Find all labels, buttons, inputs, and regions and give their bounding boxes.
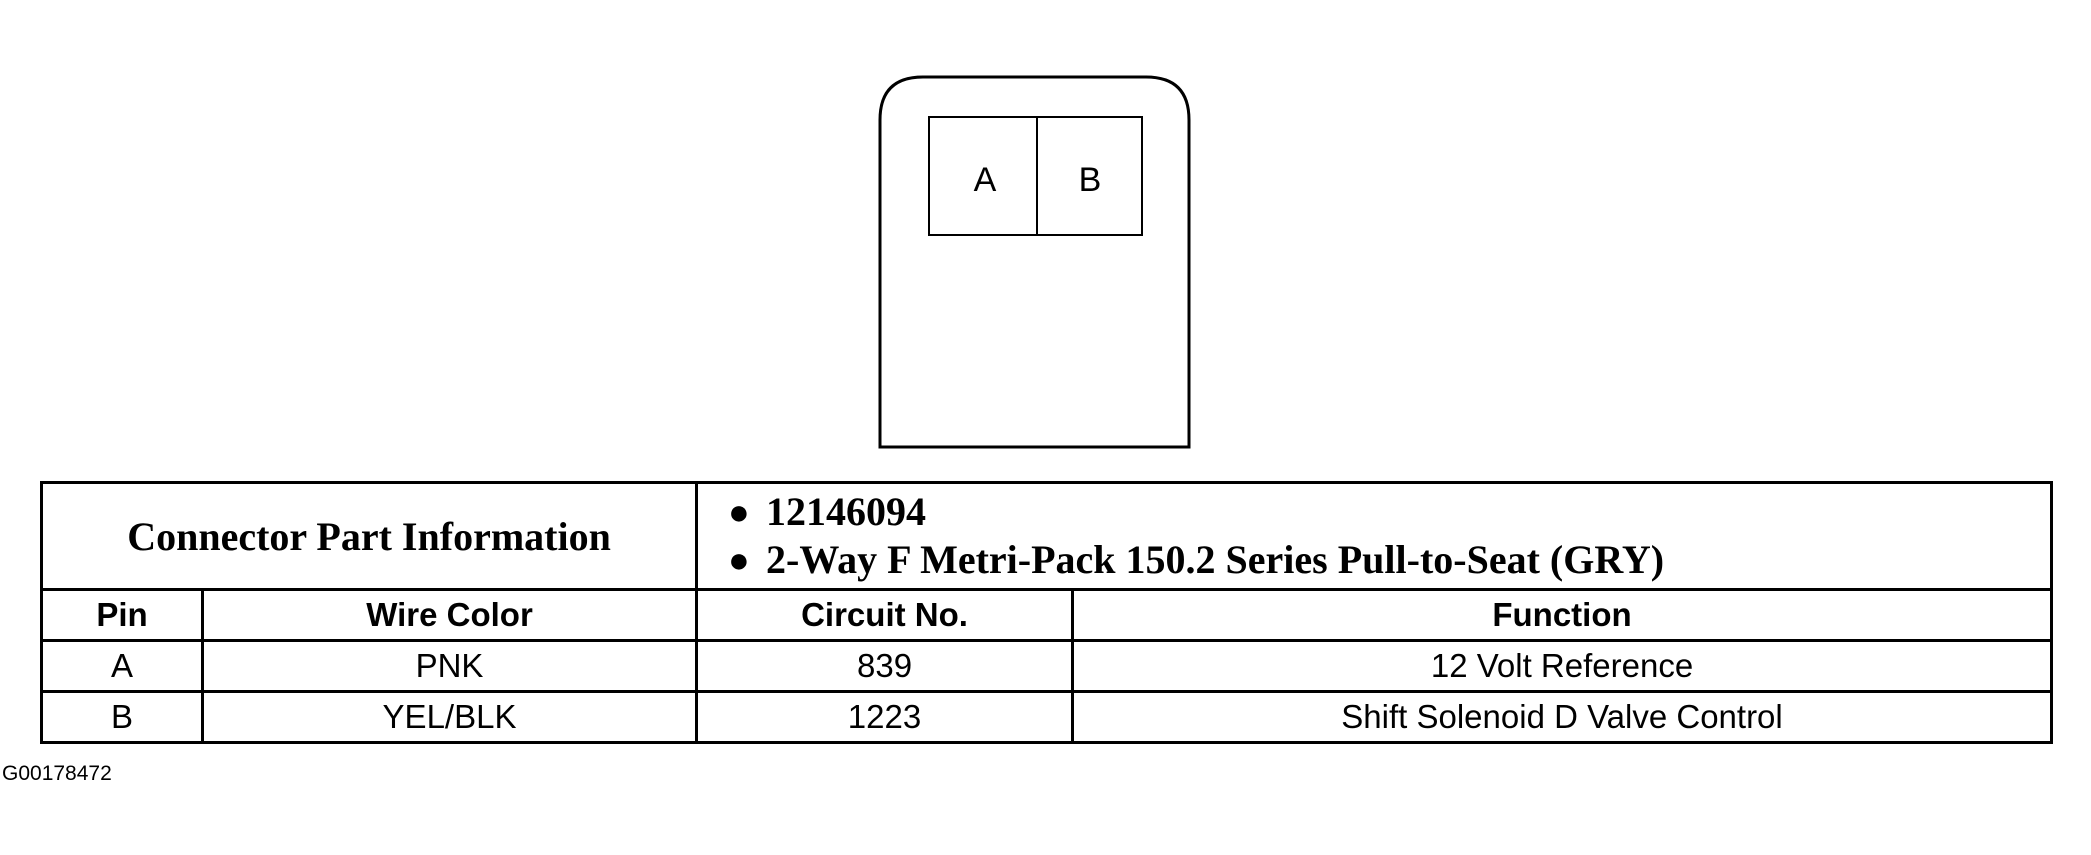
part-info-item: ● 12146094 [728, 488, 2050, 536]
table-header-row: Pin Wire Color Circuit No. Function [40, 588, 2054, 642]
cell-wire-color: PNK [200, 639, 699, 693]
part-info-row: Connector Part Information ● 12146094 ● 2-… [39, 481, 2054, 591]
cell-function: Shift Solenoid D Valve Control [1071, 690, 2054, 744]
cell-pin: A [40, 639, 204, 693]
table-row: A PNK 839 12 Volt Reference [40, 639, 2054, 693]
connector-body [878, 75, 1191, 449]
figure-id: G00178472 [2, 762, 112, 785]
cell-function: 12 Volt Reference [1071, 639, 2054, 693]
part-info-label: Connector Part Information [127, 513, 611, 559]
connector-diagram: A B [878, 75, 1191, 449]
part-info-item: ● 2-Way F Metri-Pack 150.2 Series Pull-to… [728, 536, 2050, 584]
cell-circuit-no: 1223 [695, 690, 1075, 744]
header-function: Function [1071, 588, 2054, 642]
part-info-list: ● 12146094 ● 2-Way F Metri-Pack 150.2 Seri… [728, 488, 2050, 584]
header-wire-color: Wire Color [200, 588, 699, 642]
part-description: 2-Way F Metri-Pack 150.2 Series Pull-to-… [766, 537, 1665, 582]
pin-cavity-b [1036, 116, 1143, 236]
part-info-list-cell: ● 12146094 ● 2-Way F Metri-Pack 150.2 Seri… [695, 481, 2054, 591]
header-circuit-no: Circuit No. [695, 588, 1075, 642]
connector-info-table: Connector Part Information ● 12146094 ● 2-… [39, 481, 2054, 744]
header-pin: Pin [40, 588, 204, 642]
part-info-label-cell: Connector Part Information [39, 481, 699, 591]
bullet-icon: ● [728, 540, 750, 580]
table-row: B YEL/BLK 1223 Shift Solenoid D Valve Co… [40, 690, 2054, 744]
pin-label-b: B [1079, 161, 1102, 199]
pin-label-a: A [974, 161, 997, 199]
cell-wire-color: YEL/BLK [200, 690, 699, 744]
part-number: 12146094 [766, 489, 927, 534]
bullet-icon: ● [728, 492, 750, 532]
cell-pin: B [40, 690, 204, 744]
cell-circuit-no: 839 [695, 639, 1075, 693]
